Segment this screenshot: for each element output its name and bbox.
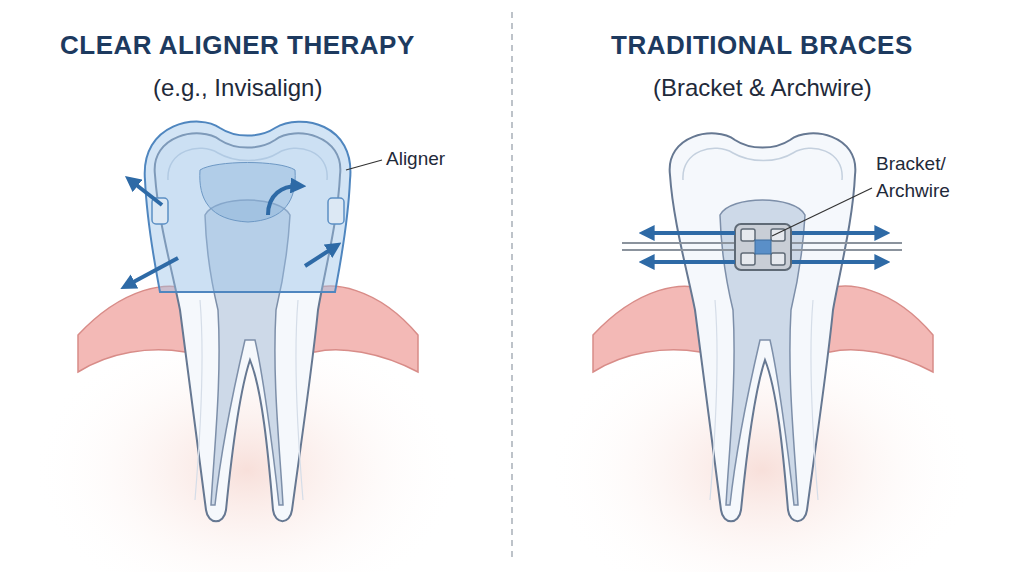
panel-subheading: (e.g., Invisalign) [153, 74, 322, 102]
panel-heading: CLEAR ALIGNER THERAPY [60, 30, 415, 61]
panel-divider [511, 12, 512, 562]
tooth-drawing [32, 133, 462, 572]
panel-heading: TRADITIONAL BRACES [611, 30, 913, 61]
leader-line [346, 160, 382, 170]
leader-line [772, 188, 872, 236]
aligner-shell [145, 122, 351, 292]
panel-subheading: (Bracket & Archwire) [653, 74, 872, 102]
part-label: Bracket/ Archwire [876, 150, 996, 204]
force-arrow [126, 180, 336, 286]
part-label: Aligner [386, 145, 445, 172]
force-arrow [645, 233, 884, 262]
